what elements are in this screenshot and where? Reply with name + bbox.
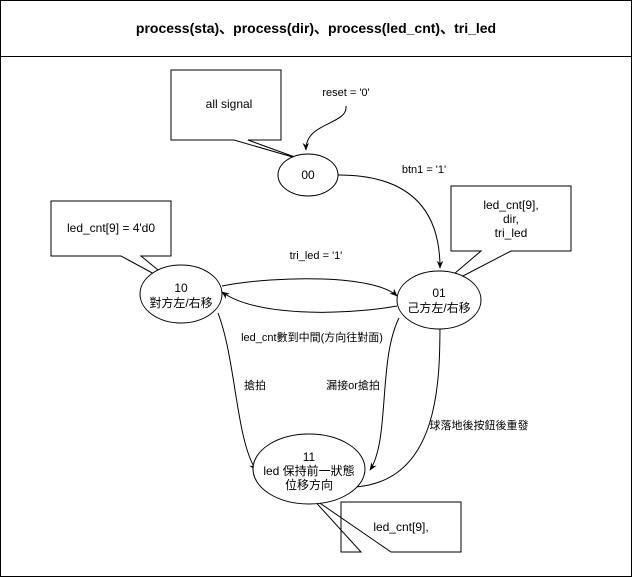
transition-btn1 (337, 174, 444, 269)
transition-reset-label: reset = '0' (322, 87, 369, 99)
state-10: 10 對方左/右移 (139, 264, 223, 324)
note-all-signal-text: all signal (206, 97, 253, 111)
transition-tri-led-label: tri_led = '1' (290, 250, 343, 262)
note-led-cnt-dir-tri-line2: dir, (503, 212, 519, 226)
state-01-label-1: 01 (432, 286, 446, 300)
note-all-signal (170, 69, 304, 161)
note-led-cnt-only (310, 496, 462, 553)
note-led-cnt-dir-tri (433, 185, 572, 292)
transition-swing-left-label: 搶拍 (244, 378, 266, 392)
note-led-cnt-4d0-text: led_cnt[9] = 4'd0 (67, 221, 155, 235)
state-11-label-2: led 保持前一狀態 (263, 463, 354, 478)
transition-ball-landed (355, 319, 444, 488)
state-10-label-1: 10 (174, 281, 188, 295)
transition-swing-left (217, 312, 257, 471)
note-led-cnt-only-text: led_cnt[9], (373, 520, 428, 534)
transition-btn1-label: btn1 = '1' (402, 164, 446, 176)
state-01-label-2: 己方左/右移 (407, 300, 470, 315)
state-11: 11 led 保持前一狀態 位移方向 (252, 433, 366, 505)
transition-led-cnt-middle (221, 291, 398, 313)
transition-tri-led (221, 278, 398, 297)
transition-ball-landed-label: 球落地後按鈕後重發 (430, 418, 529, 432)
note-led-cnt-dir-tri-line1: led_cnt[9], (483, 198, 538, 212)
transition-miss-or-swing-label: 漏接or搶拍 (326, 378, 380, 392)
transition-miss-or-swing (369, 317, 400, 471)
transition-led-cnt-middle-label: led_cnt數到中間(方向往對面) (241, 330, 383, 344)
note-led-cnt-dir-tri-line3: tri_led (495, 226, 528, 240)
state-00: 00 (277, 153, 339, 197)
transition-reset (302, 105, 347, 151)
state-10-label-2: 對方左/右移 (149, 295, 212, 310)
diagram-title: process(sta)、process(dir)、process(led_cn… (136, 20, 496, 36)
state-11-label-3: 位移方向 (285, 477, 333, 492)
state-00-label: 00 (301, 168, 315, 182)
state-01: 01 己方左/右移 (396, 270, 482, 330)
state-11-label-1: 11 (303, 450, 316, 464)
